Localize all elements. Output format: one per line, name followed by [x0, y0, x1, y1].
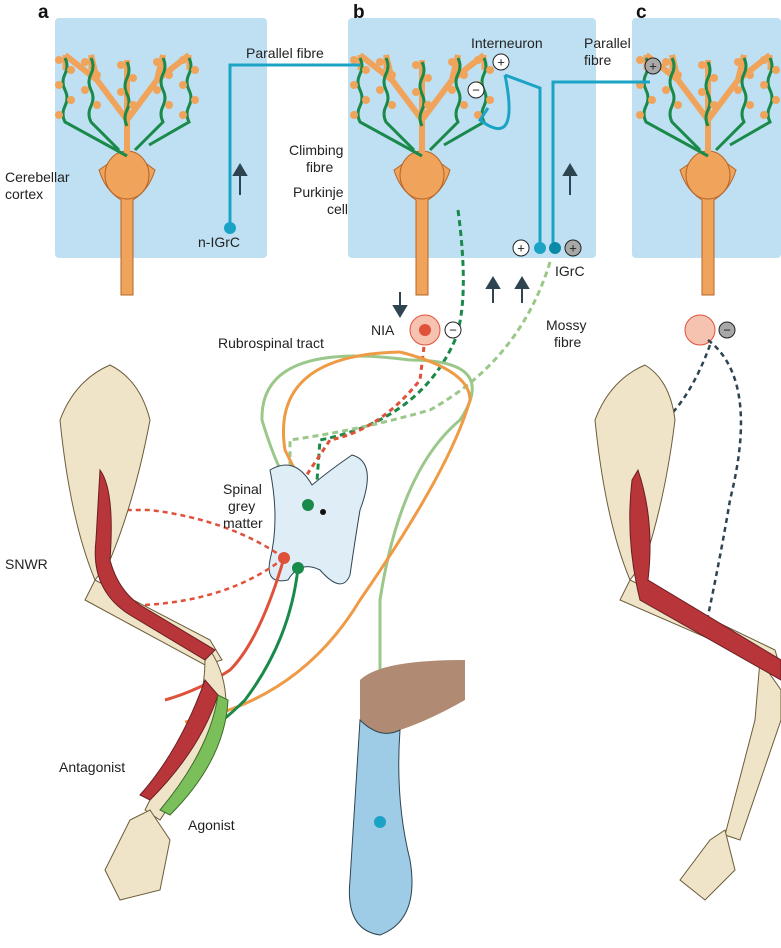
label-spinal-3: matter	[223, 515, 263, 531]
label-climbing-2: fibre	[306, 159, 333, 175]
label-parallel-fibre-b: Parallel fibre	[246, 45, 324, 61]
label-parallel-fibre-c-1: Parallel	[584, 35, 631, 51]
sign-plus-igrc-text: +	[517, 241, 525, 256]
sign-plus-igrc-grey-text: +	[569, 241, 577, 256]
panel-label-a: a	[38, 2, 49, 23]
label-purkinje-2: cell	[327, 201, 348, 217]
label-parallel-fibre-c-2: fibre	[584, 52, 611, 68]
sign-minus-interneuron-text: −	[472, 83, 480, 98]
label-igrc: IGrC	[555, 263, 585, 279]
label-agonist: Agonist	[188, 817, 235, 833]
label-spinal-2: grey	[228, 498, 255, 514]
sign-minus-nia-c-text: −	[723, 323, 731, 338]
label-climbing-1: Climbing	[289, 142, 343, 158]
label-antagonist: Antagonist	[59, 759, 125, 775]
sign-minus-nia-text: −	[449, 323, 457, 338]
sign-plus-parallel-c-text: +	[649, 59, 657, 74]
label-mossy-1: Mossy	[546, 317, 586, 333]
label-nia: NIA	[371, 322, 395, 338]
label-n-igrc: n-IGrC	[198, 234, 240, 250]
panel-label-c: c	[636, 2, 647, 23]
sign-plus-interneuron-text: +	[497, 55, 505, 70]
label-cerebellar-1: Cerebellar	[5, 169, 70, 185]
label-purkinje-1: Purkinje	[293, 184, 344, 200]
label-interneuron: Interneuron	[471, 35, 543, 51]
label-cerebellar-2: cortex	[5, 186, 43, 202]
label-snwr: SNWR	[5, 556, 48, 572]
label-rubrospinal: Rubrospinal tract	[218, 335, 324, 351]
label-mossy-2: fibre	[554, 334, 581, 350]
panel-label-b: b	[353, 2, 365, 23]
label-spinal-1: Spinal	[223, 481, 262, 497]
